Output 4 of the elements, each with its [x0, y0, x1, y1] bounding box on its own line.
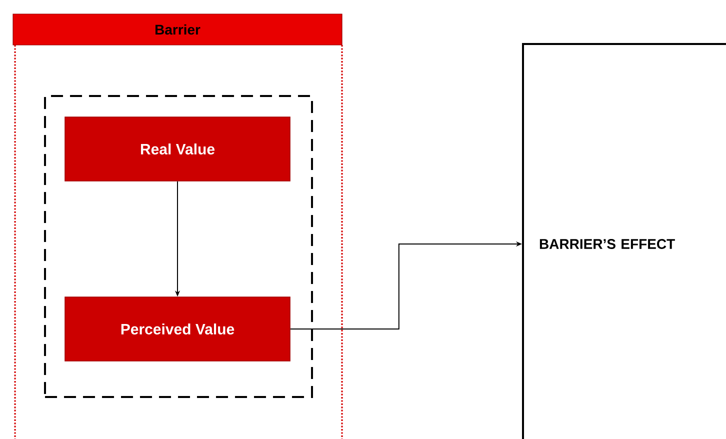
process-box: Real Value: [64, 116, 290, 182]
process-box: Perceived Value: [64, 296, 290, 362]
effect-box: BARRIER’S EFFECT: [522, 43, 726, 439]
dashed-box: [44, 95, 313, 398]
